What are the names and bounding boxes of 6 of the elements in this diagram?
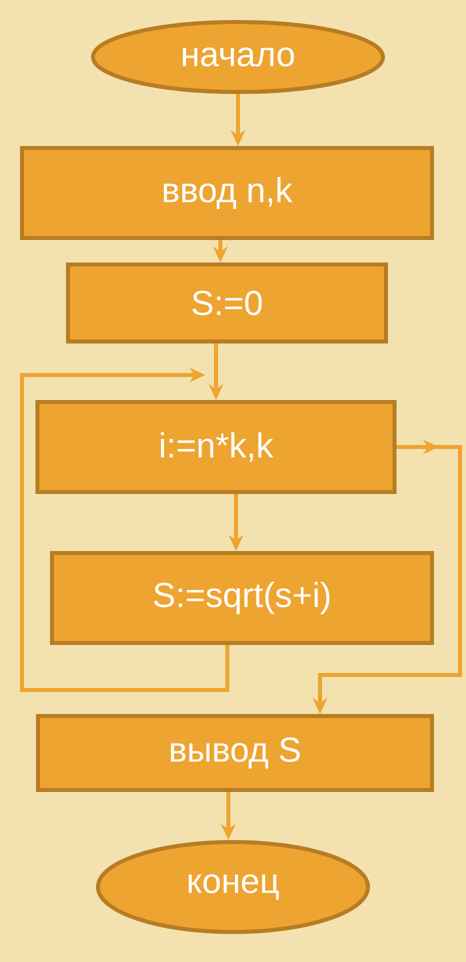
process-box: S:=0: [66, 262, 388, 344]
arrow: [20, 367, 230, 692]
process-box: i:=n*k,k: [35, 400, 397, 494]
process-box: S:=sqrt(s+i): [50, 551, 434, 645]
process-box: вывод S: [36, 714, 434, 792]
process-box: ввод n,k: [20, 146, 434, 240]
